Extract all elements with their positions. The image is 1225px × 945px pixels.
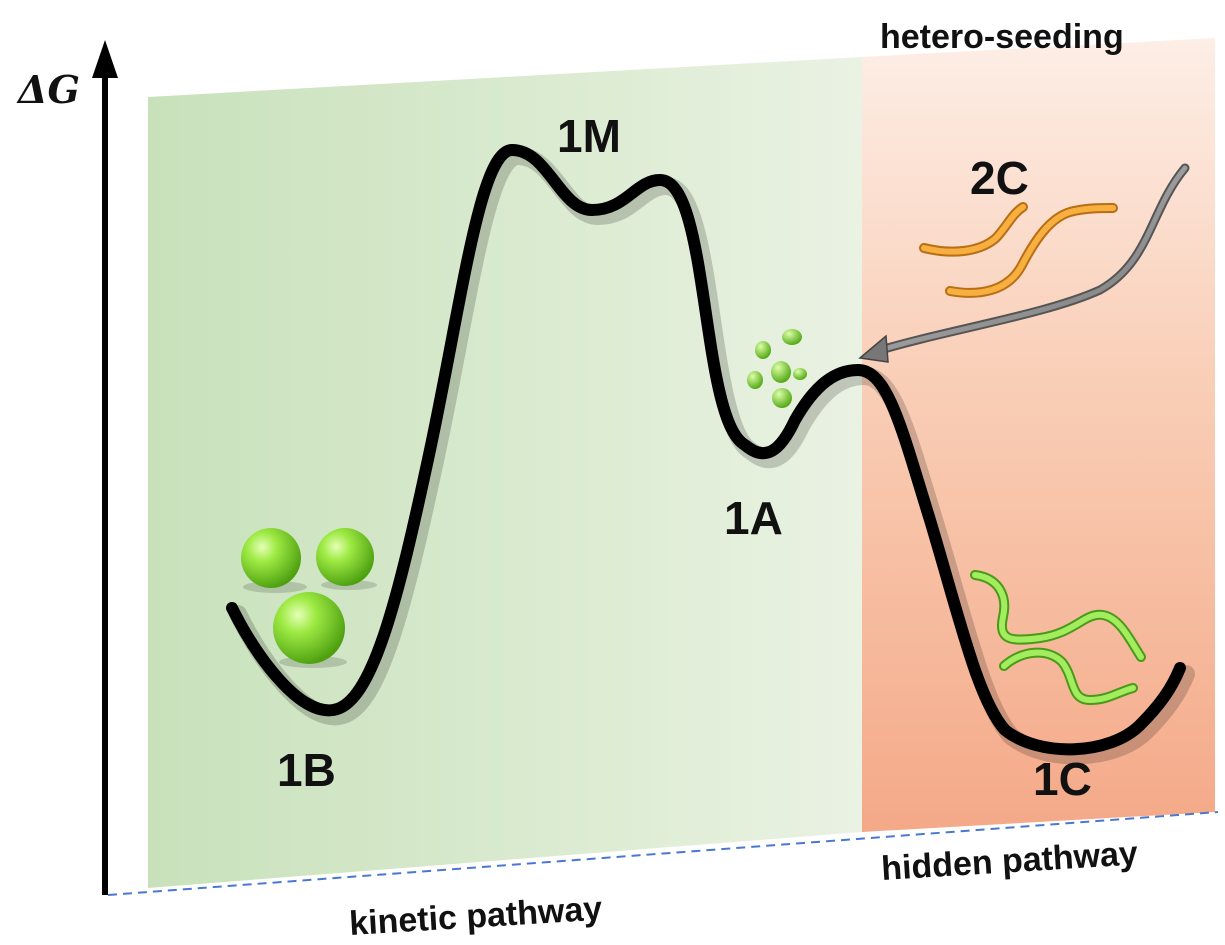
energy-axis-arrowhead (92, 40, 118, 78)
state-label-2c: 2C (970, 152, 1029, 204)
region-label-hidden-pathway: hidden pathway (880, 834, 1139, 888)
energy-curve (226, 144, 1186, 756)
seed-fibers-2c (919, 202, 1118, 298)
state-label-1b: 1B (277, 744, 336, 796)
axis-label: ΔG (16, 67, 80, 112)
state-label-1c: 1C (1033, 753, 1092, 805)
state-label-1a: 1A (724, 492, 783, 544)
hetero-seeding-arrow (858, 163, 1190, 363)
region-label-hetero-seeding: hetero-seeding (880, 18, 1124, 56)
aggregate-spheres-1b (241, 528, 377, 668)
fibers-1c (970, 570, 1146, 706)
state-label-1m: 1M (557, 110, 621, 162)
region-label-kinetic-pathway: kinetic pathway (348, 890, 603, 943)
kinetic-pathway-region (148, 57, 862, 888)
baseline (107, 811, 1219, 896)
small-particles-1a (747, 329, 807, 408)
